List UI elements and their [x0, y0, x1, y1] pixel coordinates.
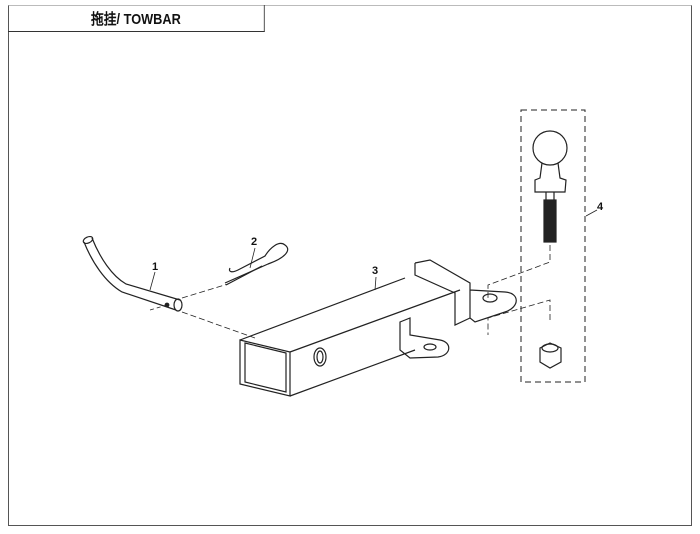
callout-2: 2 [251, 236, 257, 248]
callout-3: 3 [372, 265, 378, 277]
part-tow-ball-kit [520, 109, 586, 383]
part-receiver-tube [239, 259, 517, 397]
part-r-clip [224, 242, 289, 286]
callout-4: 4 [597, 201, 604, 213]
assembly-leader-lines [181, 245, 551, 339]
diagram-frame [8, 5, 692, 526]
part-hitch-pin [82, 235, 183, 312]
diagram-title: 拖挂/ TOWBAR [8, 5, 265, 32]
callout-1: 1 [152, 261, 158, 273]
callout-leaders [149, 209, 598, 291]
